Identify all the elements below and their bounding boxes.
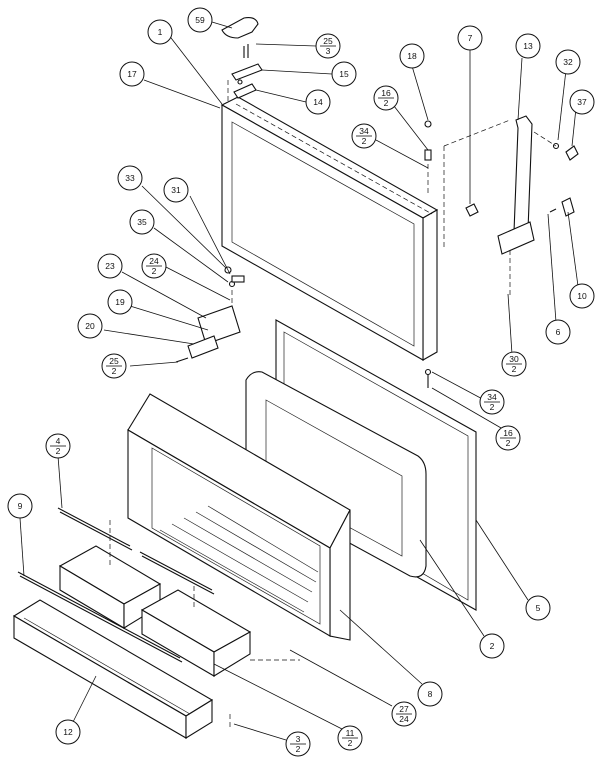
callout-25-3: 25 3 bbox=[315, 33, 341, 59]
svg-text:2: 2 bbox=[152, 266, 157, 276]
callout-5: 5 bbox=[525, 595, 551, 621]
svg-text:7: 7 bbox=[468, 33, 473, 43]
svg-text:18: 18 bbox=[407, 51, 417, 61]
callout-2: 2 bbox=[479, 633, 505, 659]
svg-text:12: 12 bbox=[63, 727, 73, 737]
svg-text:20: 20 bbox=[85, 321, 95, 331]
callout-19: 19 bbox=[107, 289, 133, 315]
svg-text:2: 2 bbox=[362, 136, 367, 146]
callout-18: 18 bbox=[399, 43, 425, 69]
callouts: 59 25 3 15 14 1 17 18 bbox=[7, 7, 595, 757]
svg-text:10: 10 bbox=[577, 291, 587, 301]
callout-16-2-top: 16 2 bbox=[373, 85, 399, 111]
svg-text:34: 34 bbox=[487, 392, 497, 402]
callout-25-2: 25 2 bbox=[101, 353, 127, 379]
top-hinge-assembly bbox=[221, 17, 263, 99]
callout-31: 31 bbox=[163, 177, 189, 203]
svg-text:33: 33 bbox=[125, 173, 135, 183]
svg-text:16: 16 bbox=[381, 88, 391, 98]
svg-text:2: 2 bbox=[490, 402, 495, 412]
svg-text:17: 17 bbox=[127, 69, 137, 79]
svg-text:25: 25 bbox=[323, 36, 333, 46]
callout-1: 1 bbox=[147, 19, 173, 45]
callout-14: 14 bbox=[305, 89, 331, 115]
svg-text:2: 2 bbox=[512, 364, 517, 374]
upper-basket-right bbox=[140, 589, 252, 677]
callout-15: 15 bbox=[331, 61, 357, 87]
svg-text:8: 8 bbox=[428, 689, 433, 699]
callout-9: 9 bbox=[7, 493, 33, 519]
basket-rails bbox=[17, 507, 215, 663]
svg-text:2: 2 bbox=[384, 98, 389, 108]
svg-text:11: 11 bbox=[346, 728, 355, 738]
callout-33: 33 bbox=[117, 165, 143, 191]
svg-text:31: 31 bbox=[171, 185, 181, 195]
svg-text:1: 1 bbox=[158, 27, 163, 37]
svg-text:2: 2 bbox=[112, 366, 117, 376]
callout-17: 17 bbox=[119, 61, 145, 87]
callout-10: 10 bbox=[569, 283, 595, 309]
door-hardware-right bbox=[424, 120, 432, 388]
callout-16-2-bottom: 16 2 bbox=[495, 425, 521, 451]
svg-text:25: 25 bbox=[109, 356, 119, 366]
svg-text:30: 30 bbox=[509, 354, 519, 364]
callout-24-2: 24 2 bbox=[141, 253, 167, 279]
svg-text:5: 5 bbox=[536, 603, 541, 613]
svg-text:9: 9 bbox=[18, 501, 23, 511]
svg-text:37: 37 bbox=[577, 97, 587, 107]
svg-text:13: 13 bbox=[523, 41, 533, 51]
freezer-inner-frame bbox=[127, 393, 351, 641]
svg-text:4: 4 bbox=[56, 436, 61, 446]
callout-8: 8 bbox=[417, 681, 443, 707]
svg-text:2: 2 bbox=[296, 744, 301, 754]
wire-shelf-slats bbox=[159, 505, 319, 613]
callout-27-24: 27 24 bbox=[391, 701, 417, 727]
svg-text:3: 3 bbox=[326, 46, 331, 56]
callout-35: 35 bbox=[129, 209, 155, 235]
callout-34-2-bottom: 34 2 bbox=[479, 389, 505, 415]
callout-13: 13 bbox=[515, 33, 541, 59]
alignment-lines bbox=[109, 80, 300, 730]
callout-37: 37 bbox=[569, 89, 595, 115]
callout-12: 12 bbox=[55, 719, 81, 745]
svg-text:27: 27 bbox=[399, 704, 409, 714]
svg-text:14: 14 bbox=[313, 97, 323, 107]
svg-text:2: 2 bbox=[348, 738, 353, 748]
svg-text:15: 15 bbox=[339, 69, 349, 79]
bottom-basket bbox=[12, 599, 214, 739]
svg-text:2: 2 bbox=[506, 438, 511, 448]
svg-text:19: 19 bbox=[115, 297, 125, 307]
callout-59: 59 bbox=[187, 7, 213, 33]
callout-30-2: 30 2 bbox=[501, 351, 527, 377]
callout-6: 6 bbox=[545, 319, 571, 345]
svg-text:24: 24 bbox=[399, 714, 409, 724]
svg-text:32: 32 bbox=[563, 57, 573, 67]
upper-basket-left bbox=[58, 545, 162, 629]
svg-text:6: 6 bbox=[556, 327, 561, 337]
svg-text:16: 16 bbox=[503, 428, 513, 438]
svg-text:2: 2 bbox=[490, 641, 495, 651]
center-hinge-bracket bbox=[443, 115, 579, 296]
door-panel bbox=[220, 96, 439, 361]
callout-32: 32 bbox=[555, 49, 581, 75]
callout-7: 7 bbox=[457, 25, 483, 51]
callout-23: 23 bbox=[97, 253, 123, 279]
svg-text:59: 59 bbox=[195, 15, 205, 25]
svg-text:3: 3 bbox=[296, 734, 301, 744]
callout-4-2: 4 2 bbox=[45, 433, 71, 459]
svg-text:34: 34 bbox=[359, 126, 369, 136]
callout-11-2: 11 2 bbox=[337, 725, 363, 751]
lower-hinge-assembly bbox=[175, 266, 245, 363]
callout-3-2: 3 2 bbox=[285, 731, 311, 757]
callout-20: 20 bbox=[77, 313, 103, 339]
svg-text:23: 23 bbox=[105, 261, 115, 271]
svg-text:24: 24 bbox=[149, 256, 159, 266]
svg-text:2: 2 bbox=[56, 446, 61, 456]
svg-text:35: 35 bbox=[137, 217, 147, 227]
leader-lines bbox=[19, 21, 579, 741]
callout-34-2-top: 34 2 bbox=[351, 123, 377, 149]
